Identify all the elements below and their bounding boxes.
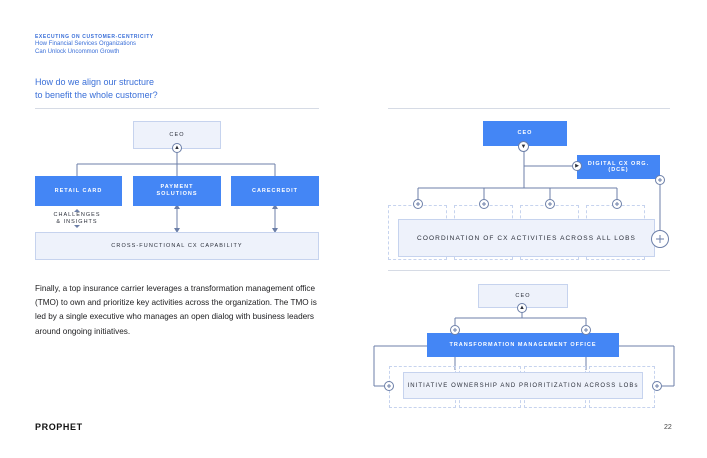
plus-icon: [413, 199, 423, 209]
plus-icon: [655, 175, 665, 185]
caret-down-icon: ▼: [518, 141, 529, 152]
right-divider-top: [388, 108, 670, 109]
caret-up-icon: ▲: [517, 303, 527, 313]
caret-right-icon: ▶: [572, 161, 582, 171]
cx-capability-bar: CROSS-FUNCTIONAL CX CAPABILITY: [35, 232, 319, 260]
unit-label: RETAIL CARD: [54, 187, 103, 194]
ceo-label: CEO: [517, 130, 533, 136]
subtitle-line-1: How Financial Services Organizations: [35, 41, 137, 47]
left-divider: [35, 108, 319, 109]
tmo-box: TRANSFORMATION MANAGEMENT OFFICE: [427, 333, 619, 357]
initiative-label: INITIATIVE OWNERSHIP AND PRIORITIZATION …: [407, 382, 639, 389]
digital-cx-org-box: DIGITAL CX ORG. (DCE): [577, 155, 660, 179]
capability-label: CROSS-FUNCTIONAL CX CAPABILITY: [111, 243, 243, 249]
plus-large-icon: [651, 230, 669, 248]
plus-icon: [581, 325, 591, 335]
ceo-label: CEO: [515, 293, 531, 299]
tmo-label: TRANSFORMATION MANAGEMENT OFFICE: [449, 341, 597, 348]
initiative-bar: INITIATIVE OWNERSHIP AND PRIORITIZATION …: [403, 372, 643, 399]
subtitle-line-2: Can Unlock Uncommon Growth: [35, 48, 120, 55]
unit-label-line-2: SOLUTIONS: [156, 191, 198, 197]
ceo-label: CEO: [169, 132, 185, 138]
document-eyebrow: EXECUTING ON CUSTOMER-CENTRICITY: [35, 34, 154, 40]
plus-icon: [612, 199, 622, 209]
challenges-line-2: & INSIGHTS: [56, 218, 98, 225]
digital-line-2: (DCE): [608, 167, 629, 173]
unit-carecredit: CARECREDIT: [231, 176, 319, 206]
document-subtitle: How Financial Services Organizations Can…: [35, 41, 235, 56]
challenges-line-1: CHALLENGES: [53, 212, 101, 218]
right-divider-middle: [388, 270, 670, 271]
body-paragraph: Finally, a top insurance carrier leverag…: [35, 284, 317, 336]
unit-retail-card: RETAIL CARD: [35, 176, 122, 206]
section-question: How do we align our structure to benefit…: [35, 76, 235, 102]
unit-label: CARECREDIT: [251, 187, 299, 194]
question-line-1: How do we align our structure: [35, 77, 155, 87]
plus-icon: [479, 199, 489, 209]
coordination-bar: COORDINATION OF CX ACTIVITIES ACROSS ALL…: [398, 219, 655, 257]
page-number: 22: [664, 424, 672, 431]
question-line-2: to benefit the whole customer?: [35, 90, 158, 100]
coordination-label: COORDINATION OF CX ACTIVITIES ACROSS ALL…: [417, 234, 636, 242]
digital-line-1: DIGITAL CX ORG.: [587, 160, 650, 167]
prophet-logo: PROPHET: [35, 422, 83, 432]
caret-up-icon: ▲: [172, 143, 182, 153]
unit-payment-solutions: PAYMENT SOLUTIONS: [133, 176, 221, 206]
plus-icon: [545, 199, 555, 209]
plus-icon: [450, 325, 460, 335]
plus-icon: [652, 381, 662, 391]
challenges-insights-label: CHALLENGES & INSIGHTS: [52, 212, 102, 225]
unit-label-line-1: PAYMENT: [160, 184, 194, 190]
plus-icon: [384, 381, 394, 391]
